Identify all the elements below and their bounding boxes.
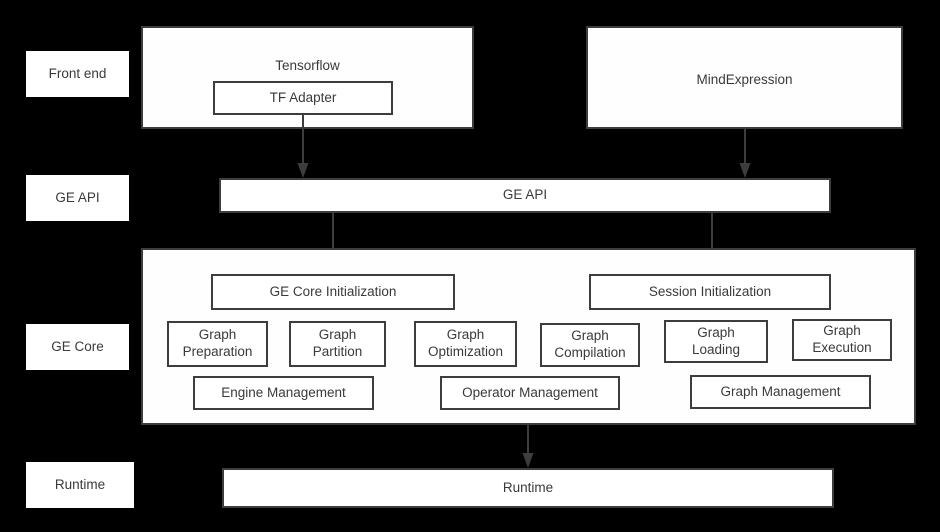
ge-api-bar[interactable]: GE API	[219, 178, 831, 213]
arrow-tf-adapter-to-ge-api	[296, 115, 310, 179]
operator-management-box[interactable]: Operator Management	[440, 376, 620, 410]
tf-adapter-box[interactable]: TF Adapter	[213, 81, 393, 115]
stage-label-ge-api: GE API	[26, 175, 129, 221]
graph-loading-box[interactable]: Graph Loading	[664, 320, 768, 363]
graph-partition-box[interactable]: Graph Partition	[289, 321, 386, 367]
stage-label-runtime: Runtime	[26, 462, 134, 508]
mindexpression-panel-title: MindExpression	[696, 72, 793, 87]
arrow-ge-core-to-runtime	[521, 425, 535, 469]
stage-label-ge-core: GE Core	[26, 324, 129, 370]
stage-label-front-end: Front end	[26, 51, 129, 97]
arrow-mindexpression-to-ge-api	[738, 129, 752, 179]
graph-compilation-box[interactable]: Graph Compilation	[540, 323, 640, 367]
session-initialization-box[interactable]: Session Initialization	[589, 274, 831, 310]
ge-core-initialization-box[interactable]: GE Core Initialization	[211, 274, 455, 310]
graph-execution-box[interactable]: Graph Execution	[792, 319, 892, 361]
mindexpression-panel[interactable]: MindExpression	[586, 26, 903, 129]
graph-management-box[interactable]: Graph Management	[690, 375, 871, 409]
graph-preparation-box[interactable]: Graph Preparation	[167, 321, 268, 367]
runtime-bar[interactable]: Runtime	[222, 468, 834, 508]
engine-management-box[interactable]: Engine Management	[193, 376, 374, 410]
tensorflow-panel-title: Tensorflow	[275, 58, 340, 73]
graph-optimization-box[interactable]: Graph Optimization	[414, 321, 517, 367]
